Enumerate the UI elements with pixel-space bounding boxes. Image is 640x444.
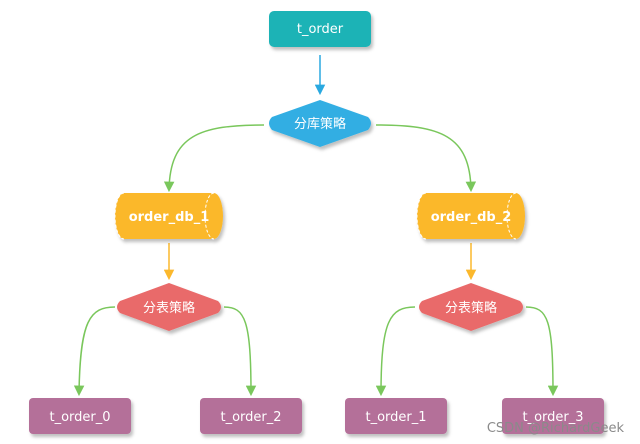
db-strategy-label: 分库策略 <box>294 116 346 132</box>
database-2-cylinder <box>417 193 525 239</box>
db-strategy-diamond <box>269 100 371 147</box>
table-0-label: t_order_0 <box>49 410 110 425</box>
table-2-box <box>200 398 302 434</box>
table-strategy-1-diamond <box>117 283 221 331</box>
table-0-node[interactable] <box>29 398 131 434</box>
edge-table-strategy-1-to-table-2 <box>223 306 257 397</box>
source-table-box <box>269 11 371 47</box>
source-table-label: t_order <box>297 22 344 37</box>
database-1-cylinder-rim <box>204 192 215 240</box>
table-2-label: t_order_2 <box>220 410 281 425</box>
table-strategy-2-node[interactable] <box>419 283 523 331</box>
database-2-cylinder-rim <box>506 192 517 240</box>
table-strategy-1-label: 分表策略 <box>143 300 195 316</box>
source-table-node[interactable] <box>269 11 371 47</box>
database-1-cylinder <box>115 193 223 239</box>
table-2-node[interactable] <box>200 398 302 434</box>
table-3-box <box>502 398 604 434</box>
edge-db-strategy-to-db-1 <box>163 124 265 193</box>
edge-table-strategy-2-to-table-1 <box>375 306 416 397</box>
edge-db-strategy-to-db-2 <box>375 124 477 193</box>
watermark-text: CSDN @RichardGeek <box>487 421 625 436</box>
table-strategy-2-label: 分表策略 <box>445 300 497 316</box>
db-strategy-node[interactable] <box>269 100 371 147</box>
table-3-label: t_order_3 <box>522 410 583 425</box>
database-1-label: order_db_1 <box>129 210 210 225</box>
table-1-node[interactable] <box>345 398 447 434</box>
edge-table-strategy-2-to-table-3 <box>525 306 559 397</box>
database-2-label: order_db_2 <box>431 210 512 225</box>
table-1-label: t_order_1 <box>365 410 426 425</box>
table-strategy-1-node[interactable] <box>117 283 221 331</box>
table-strategy-2-diamond <box>419 283 523 331</box>
database-1-node[interactable] <box>114 192 223 240</box>
table-0-box <box>29 398 131 434</box>
database-2-node[interactable] <box>416 192 525 240</box>
table-1-box <box>345 398 447 434</box>
table-3-node[interactable] <box>502 398 604 434</box>
edge-table-strategy-1-to-table-0 <box>73 306 116 397</box>
